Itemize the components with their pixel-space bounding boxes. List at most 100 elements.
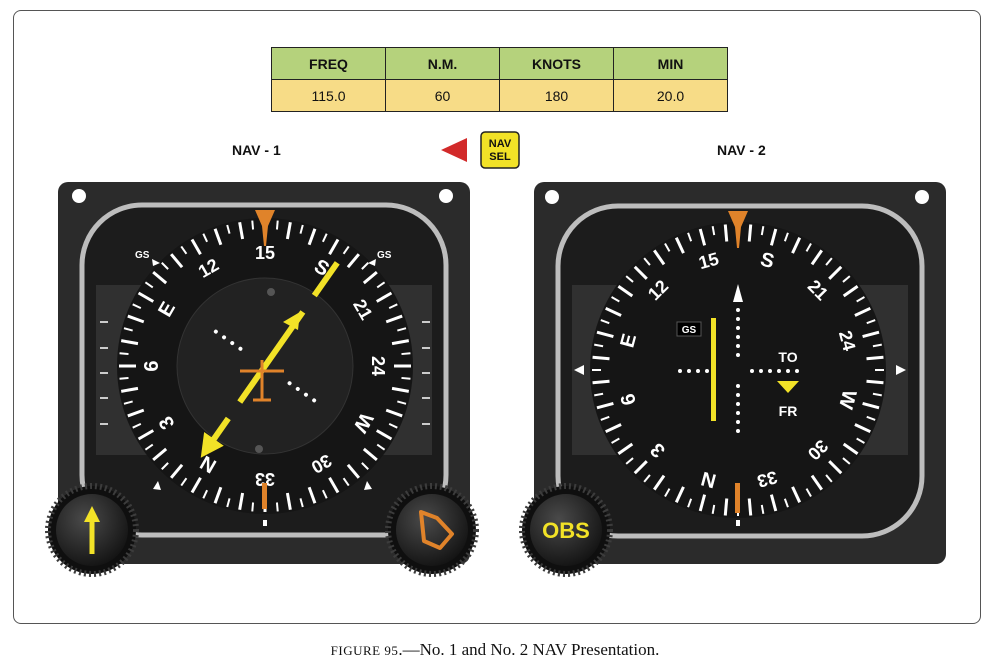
nav1-side-ticks — [100, 321, 430, 425]
nav1-tick — [385, 408, 403, 418]
nav1-card-label: 15 — [255, 243, 275, 263]
nav2-tick — [617, 285, 634, 298]
nav2-tick — [605, 306, 622, 317]
nav2-tick — [872, 343, 882, 348]
nav-select-arrow-icon[interactable] — [441, 138, 467, 162]
nav1-tick — [391, 386, 410, 393]
figure-caption: FIGURE 95.—No. 1 and No. 2 NAV Presentat… — [0, 640, 990, 660]
nav1-tick — [137, 429, 155, 441]
nav2-deviation-dots — [678, 308, 799, 433]
nav2-tick — [862, 330, 880, 339]
nav1-tick — [397, 400, 407, 405]
nav1-tick — [361, 262, 369, 270]
nav1-tick — [401, 352, 411, 356]
nav1-tick — [375, 429, 393, 441]
nav2-tick — [810, 474, 823, 491]
nav1-tick — [238, 221, 245, 240]
nav1-tick — [342, 477, 350, 487]
table-value-row: 115.0 60 180 20.0 — [271, 79, 728, 112]
nav2-tick — [592, 355, 610, 361]
nav1-tick — [275, 502, 279, 512]
nav2-tick — [664, 243, 671, 252]
nav1-tick — [342, 245, 350, 255]
nav1-tick — [397, 327, 407, 332]
nav2-tick — [872, 392, 882, 397]
nav2-tick — [805, 488, 812, 497]
nav2-screw-right — [915, 190, 929, 204]
nav2-tick — [605, 423, 622, 434]
nav2-tick — [643, 257, 651, 266]
nav-select-label-line2: SEL — [489, 151, 511, 163]
nav2-course-index-icon — [733, 284, 743, 302]
nav1-tick — [190, 238, 202, 256]
nav2-tick — [617, 442, 634, 455]
nav1-tick — [132, 303, 142, 310]
nav1-tick — [132, 422, 142, 429]
nav2-tick — [862, 401, 880, 410]
nav2-tick — [828, 460, 843, 475]
nav2-tick — [711, 226, 716, 236]
nav2-card-label: S — [758, 248, 777, 273]
nav1-card-label: 24 — [368, 356, 388, 376]
nav1-tick — [285, 492, 292, 511]
nav2-tick — [825, 257, 833, 266]
nav1-tick — [144, 281, 154, 289]
nav2-tick — [698, 228, 707, 246]
nav2-tick — [643, 474, 651, 483]
nav1-course-knob[interactable] — [385, 483, 479, 577]
nav1-tick — [127, 314, 145, 324]
nav2-tick — [596, 401, 614, 410]
nav2-tick — [783, 232, 789, 242]
nav1-tick — [137, 291, 155, 303]
nav1-tick — [376, 281, 386, 289]
nav2-tick — [769, 494, 778, 512]
nav2-tick — [805, 243, 812, 252]
nav2-tick — [596, 330, 614, 339]
nav1-tick — [401, 376, 411, 380]
nav2-tick — [747, 224, 753, 242]
nav1-tick — [321, 489, 328, 499]
nav1-tick — [321, 233, 328, 243]
nav1-tick — [170, 253, 184, 269]
nav1-course-arrow-icon — [419, 510, 454, 550]
nav2-obs-knob[interactable]: OBS — [519, 483, 613, 577]
nav1-tick — [120, 386, 139, 393]
nav1-tick — [226, 498, 231, 508]
nav1-tick — [375, 291, 393, 303]
nav2-tick — [866, 319, 876, 325]
nav1-tick — [275, 220, 279, 230]
nav1-tick — [285, 221, 292, 240]
nav1-tick — [152, 271, 168, 285]
nav1-tick — [180, 245, 188, 255]
nav1-tick — [391, 339, 410, 346]
nav1-tick — [328, 238, 340, 256]
header-min: MIN — [613, 47, 728, 80]
nav1-tick — [238, 492, 245, 511]
nav2-tick — [594, 392, 604, 397]
nav2-from-indicator-icon — [777, 381, 799, 393]
nav2-tick — [866, 379, 884, 385]
nav1-screw-right — [439, 189, 453, 203]
nav2-tick — [633, 460, 648, 475]
nav2-tick — [842, 442, 859, 455]
nav1-card-label: 33 — [255, 469, 275, 489]
nav1-tick — [346, 463, 360, 479]
nav2-card-label: E — [616, 331, 641, 350]
nav1-tick — [307, 228, 317, 246]
nav2-tick — [866, 415, 876, 421]
nav1-tick — [119, 352, 129, 356]
nav2-tick — [600, 319, 610, 325]
nav-select-button[interactable]: NAV SEL — [480, 131, 520, 169]
nav1-tick — [328, 476, 340, 494]
nav2-tick — [594, 343, 604, 348]
nav1-tick — [299, 498, 304, 508]
nav2-tick — [674, 486, 685, 503]
nav1-heading-bug-knob[interactable] — [45, 483, 139, 577]
nav1-tick — [376, 443, 386, 451]
nav1-tick — [144, 443, 154, 451]
table-header-row: FREQ N.M. KNOTS MIN — [271, 47, 728, 80]
